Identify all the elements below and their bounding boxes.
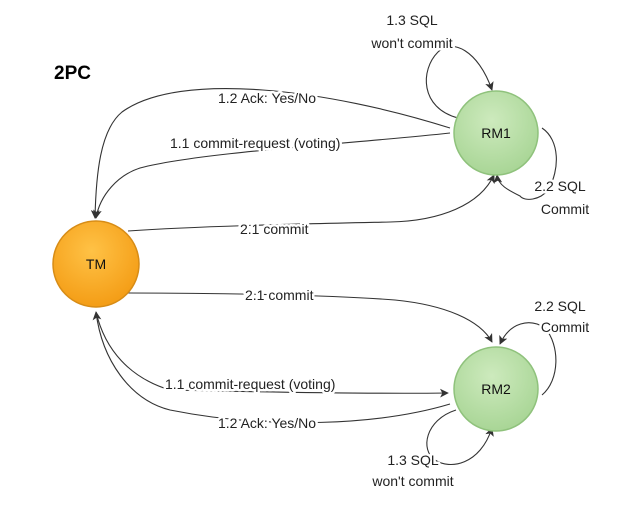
node-rm2: RM2 [453,346,539,432]
edge-rm1-ack [90,88,451,219]
label-rm2-commit-request: 1.1 commit-request (voting) [165,376,335,392]
edge-rm1-commit-request [93,132,451,219]
rm1-circle [453,90,539,176]
label-rm2-sql-commit-line2: Commit [541,319,589,335]
tm-circle [52,220,140,308]
label-rm1-sql-commit-line2: Commit [541,201,589,217]
tm-label: TM [86,256,106,272]
rm2-label: RM2 [481,381,511,397]
rm1-label: RM1 [481,125,511,141]
edge-rm1-sql-wont-commit [425,45,494,119]
node-rm1: RM1 [453,90,539,176]
label-rm2-sql-wont-commit-line1: 1.3 SQL [387,452,439,468]
label-rm1-commit-request: 1.1 commit-request (voting) [170,135,340,151]
edge-rm2-commit-request [95,311,449,398]
edge-rm2-ack [92,311,451,424]
label-rm1-commit: 2.1 commit [240,221,309,237]
diagram-title: 2PC [54,63,91,84]
edge-rm1-sql-commit [493,127,557,200]
edge-rm2-commit [127,292,493,343]
label-rm2-commit: 2.1 commit [245,287,314,303]
label-rm2-ack: 1.2 Ack: Yes/No [218,415,316,431]
edge-rm1-commit [127,174,495,232]
edge-rm2-sql-wont-commit [426,409,494,466]
label-rm1-sql-wont-commit-line1: 1.3 SQL [386,12,438,28]
label-rm2-sql-commit-line1: 2.2 SQL [534,298,586,314]
edge-rm2-sql-commit [499,322,557,396]
rm2-circle [453,346,539,432]
label-rm2-sql-wont-commit-line2: won't commit [371,473,453,489]
node-tm: TM [52,220,140,308]
label-rm1-ack: 1.2 Ack: Yes/No [218,90,316,106]
label-rm1-sql-wont-commit-line2: won't commit [370,35,452,51]
label-rm1-sql-commit-line1: 2.2 SQL [534,178,586,194]
